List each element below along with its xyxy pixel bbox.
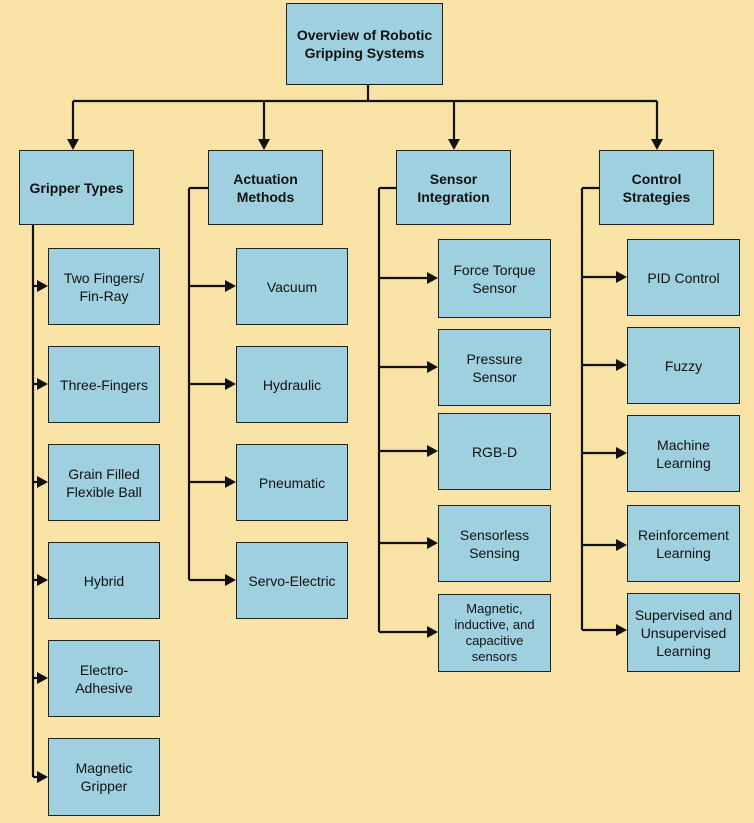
item-sensor-integration-5: Magnetic, inductive, and capacitive sens… [438, 594, 551, 672]
item-arrow-1-2 [37, 378, 48, 390]
item-arrow-4-1 [616, 271, 627, 283]
item-sensor-integration-3: RGB-D [438, 413, 551, 490]
item-arrow-2-2 [225, 378, 236, 390]
item-actuation-methods-2: Hydraulic [236, 346, 348, 423]
item-sensor-integration-4: Sensorless Sensing [438, 505, 551, 582]
item-gripper-types-3: Grain Filled Flexible Ball [48, 444, 160, 521]
item-actuation-methods-4: Servo-Electric [236, 542, 348, 619]
item-arrow-4-3 [616, 447, 627, 459]
category-gripper-types: Gripper Types [19, 150, 134, 225]
item-arrow-1-1 [37, 280, 48, 292]
item-actuation-methods-3: Pneumatic [236, 444, 348, 521]
item-arrow-1-3 [37, 476, 48, 488]
category-arrow-1 [67, 139, 79, 150]
item-actuation-methods-1: Vacuum [236, 248, 348, 325]
category-arrow-4 [651, 139, 663, 150]
item-arrow-4-2 [616, 359, 627, 371]
category-sensor-integration: Sensor Integration [396, 150, 511, 225]
item-gripper-types-2: Three-Fingers [48, 346, 160, 423]
item-arrow-1-5 [37, 672, 48, 684]
item-control-strategies-5: Supervised and Unsupervised Learning [627, 593, 740, 672]
item-control-strategies-3: Machine Learning [627, 415, 740, 492]
item-gripper-types-4: Hybrid [48, 542, 160, 619]
category-control-strategies: Control Strategies [599, 150, 714, 225]
item-arrow-1-6 [37, 771, 48, 783]
item-arrow-3-2 [427, 361, 438, 373]
item-arrow-1-4 [37, 574, 48, 586]
item-arrow-4-4 [616, 539, 627, 551]
category-arrow-2 [258, 139, 270, 150]
item-arrow-2-3 [225, 476, 236, 488]
item-arrow-4-5 [616, 624, 627, 636]
item-arrow-2-4 [225, 574, 236, 586]
item-arrow-3-1 [427, 272, 438, 284]
item-control-strategies-2: Fuzzy [627, 327, 740, 404]
item-sensor-integration-1: Force Torque Sensor [438, 239, 551, 318]
item-arrow-3-4 [427, 537, 438, 549]
item-arrow-3-3 [427, 445, 438, 457]
item-arrow-3-5 [427, 626, 438, 638]
item-gripper-types-1: Two Fingers/ Fin-Ray [48, 248, 160, 325]
category-arrow-3 [448, 139, 460, 150]
root-box: Overview of Robotic Gripping Systems [286, 3, 443, 85]
item-gripper-types-5: Electro- Adhesive [48, 640, 160, 717]
item-control-strategies-1: PID Control [627, 239, 740, 316]
item-arrow-2-1 [225, 280, 236, 292]
item-control-strategies-4: Reinforcement Learning [627, 505, 740, 582]
item-sensor-integration-2: Pressure Sensor [438, 329, 551, 406]
category-actuation-methods: Actuation Methods [208, 150, 323, 225]
item-gripper-types-6: Magnetic Gripper [48, 738, 160, 816]
